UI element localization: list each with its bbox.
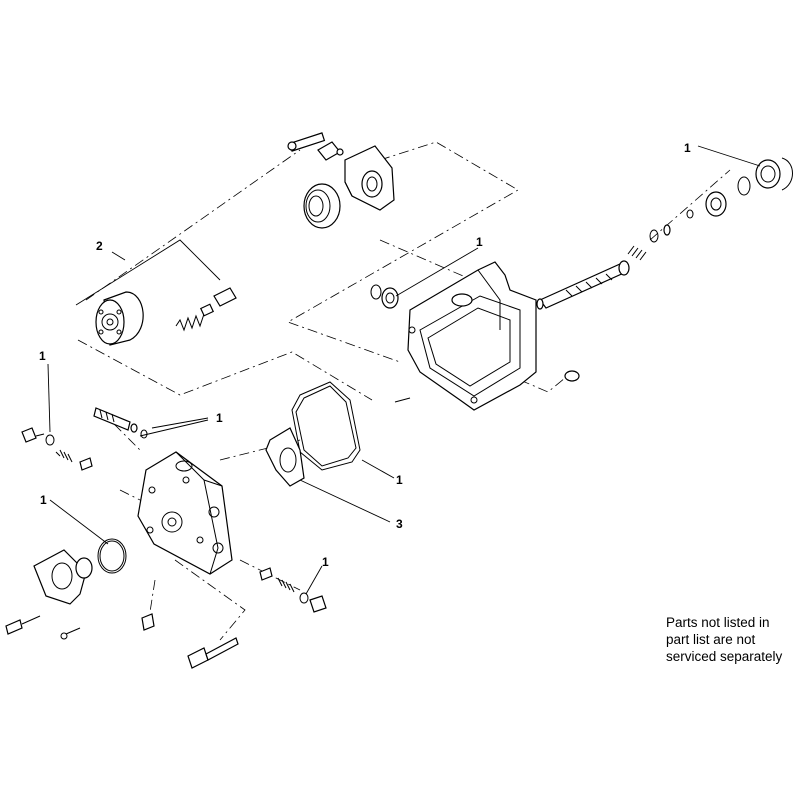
shaft-spring bbox=[627, 245, 647, 261]
leader-lines bbox=[47, 145, 761, 595]
pump-housing bbox=[407, 261, 537, 411]
callout-3: 3 bbox=[396, 517, 403, 531]
flange-o-ring bbox=[97, 538, 127, 574]
valve-plug-left bbox=[21, 427, 93, 471]
housing-seal-ring bbox=[370, 284, 399, 309]
bearing-cap bbox=[303, 183, 341, 229]
callout-1-housing-seal: 1 bbox=[476, 235, 483, 249]
callout-1-left-plug: 1 bbox=[39, 349, 46, 363]
callout-1-o-ring: 1 bbox=[40, 493, 47, 507]
shaft-rings bbox=[649, 209, 694, 243]
rotating-group bbox=[95, 291, 144, 346]
bracket-2 bbox=[75, 239, 221, 306]
shaft-bearing bbox=[705, 191, 727, 217]
service-note-line-3: serviced separately bbox=[666, 649, 783, 664]
piston-spring bbox=[175, 287, 237, 332]
callout-1-gasket: 1 bbox=[396, 473, 403, 487]
relief-valve-cartridge bbox=[93, 407, 148, 439]
bolts bbox=[5, 613, 239, 669]
service-note: Parts not listed in part list are not se… bbox=[666, 614, 796, 665]
service-note-line-2: part list are not bbox=[666, 632, 756, 647]
drive-shaft bbox=[536, 260, 630, 310]
assembly-guide-lines bbox=[77, 141, 731, 641]
callout-1-cartridge: 1 bbox=[216, 411, 223, 425]
flange bbox=[33, 549, 93, 605]
rear-cover bbox=[344, 145, 395, 211]
callout-1-right-plug: 1 bbox=[322, 555, 329, 569]
gasket bbox=[291, 381, 361, 471]
service-note-line-1: Parts not listed in bbox=[666, 615, 770, 630]
valve-plug-right bbox=[259, 567, 327, 613]
port-plate bbox=[265, 427, 305, 487]
shaft-seal bbox=[737, 157, 793, 196]
end-cover-block bbox=[137, 451, 233, 575]
callout-2: 2 bbox=[96, 239, 103, 253]
housing-pins bbox=[394, 370, 580, 403]
control-lever bbox=[287, 132, 344, 161]
callout-1-shaft-seal: 1 bbox=[684, 141, 691, 155]
